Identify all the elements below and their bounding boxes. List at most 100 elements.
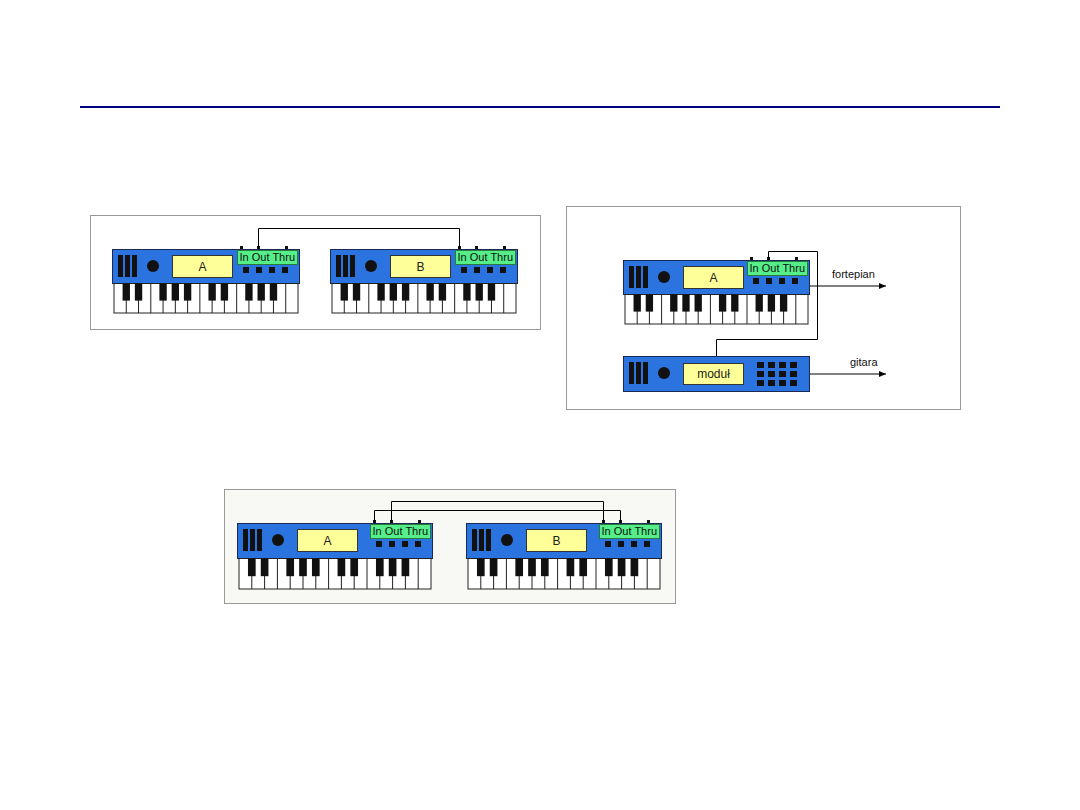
keyboard-synth: B In Out Thru	[330, 249, 518, 314]
knob	[658, 367, 670, 379]
black-key	[245, 284, 252, 301]
key-edge	[418, 559, 419, 590]
black-key	[488, 284, 495, 301]
key-edge	[285, 284, 286, 314]
button	[790, 371, 797, 377]
key-edge	[795, 295, 796, 325]
black-key	[402, 284, 409, 301]
black-key	[579, 559, 587, 577]
keyboard-synth: AIn Out Thru	[112, 249, 300, 314]
button	[768, 380, 775, 386]
button	[779, 380, 786, 386]
button	[402, 541, 408, 547]
signal-label: fortepian	[831, 268, 876, 280]
device-body	[624, 357, 810, 392]
device-body	[238, 524, 433, 559]
black-key	[490, 559, 498, 577]
black-key	[208, 284, 215, 301]
black-key	[184, 284, 191, 301]
knob	[272, 534, 284, 546]
slider	[472, 529, 477, 551]
button	[282, 267, 288, 273]
button	[605, 541, 611, 547]
button	[768, 362, 775, 368]
keyboard-synth: AIn Out Thru	[237, 523, 433, 590]
device-body	[113, 250, 300, 284]
button	[269, 267, 275, 273]
black-key	[567, 559, 575, 577]
slider	[629, 362, 634, 384]
black-key	[476, 284, 483, 301]
black-key	[731, 295, 738, 312]
slider	[479, 529, 484, 551]
key-edge	[647, 559, 648, 590]
black-key	[477, 559, 485, 577]
black-key	[299, 559, 307, 577]
slider	[636, 266, 641, 288]
slider	[343, 255, 348, 277]
key-edge	[503, 284, 504, 314]
knob	[501, 534, 513, 546]
key-edge	[454, 284, 455, 314]
keybed	[625, 295, 808, 325]
button	[376, 541, 382, 547]
black-key	[312, 559, 320, 577]
slider	[336, 255, 341, 277]
black-key	[270, 284, 277, 301]
slider	[486, 529, 491, 551]
black-key	[605, 559, 613, 577]
black-key	[376, 559, 384, 577]
device-body	[467, 524, 662, 559]
knob	[658, 271, 670, 283]
black-key	[634, 295, 641, 312]
knob	[147, 260, 159, 272]
black-key	[338, 559, 346, 577]
button	[256, 267, 262, 273]
black-key	[135, 284, 142, 301]
black-key	[528, 559, 536, 577]
key-edge	[661, 295, 662, 325]
key-edge	[557, 559, 558, 590]
panel	[567, 207, 961, 410]
midi-cable	[259, 229, 460, 251]
display-label: B	[526, 529, 587, 552]
display-label: moduł	[683, 363, 744, 385]
midi-cable	[392, 502, 604, 525]
key-edge	[367, 559, 368, 590]
key-edge	[747, 295, 748, 325]
display-label: B	[390, 255, 451, 278]
black-key	[780, 295, 787, 312]
midi-ports-label: In Out Thru	[455, 250, 516, 265]
button	[790, 362, 797, 368]
key-edge	[368, 284, 369, 314]
device-body	[624, 261, 810, 295]
black-key	[402, 559, 410, 577]
black-key	[350, 559, 358, 577]
black-key	[756, 295, 763, 312]
black-key	[426, 284, 433, 301]
audio-out-arrow	[810, 286, 886, 287]
button	[487, 267, 493, 273]
black-key	[172, 284, 179, 301]
button	[757, 380, 764, 386]
button	[461, 267, 467, 273]
black-key	[286, 559, 294, 577]
midi-ports-label: In Out Thru	[237, 250, 298, 265]
black-key	[515, 559, 523, 577]
slider	[250, 529, 255, 551]
black-key	[390, 284, 397, 301]
black-key	[670, 295, 677, 312]
knob	[365, 260, 377, 272]
black-key	[377, 284, 384, 301]
midi-cable	[375, 511, 621, 525]
button	[753, 278, 759, 284]
slider	[350, 255, 355, 277]
slider	[643, 266, 648, 288]
black-key	[159, 284, 166, 301]
slider	[125, 255, 130, 277]
black-key	[258, 284, 265, 301]
black-key	[646, 295, 653, 312]
display-label: A	[683, 266, 744, 289]
keybed	[114, 284, 298, 314]
